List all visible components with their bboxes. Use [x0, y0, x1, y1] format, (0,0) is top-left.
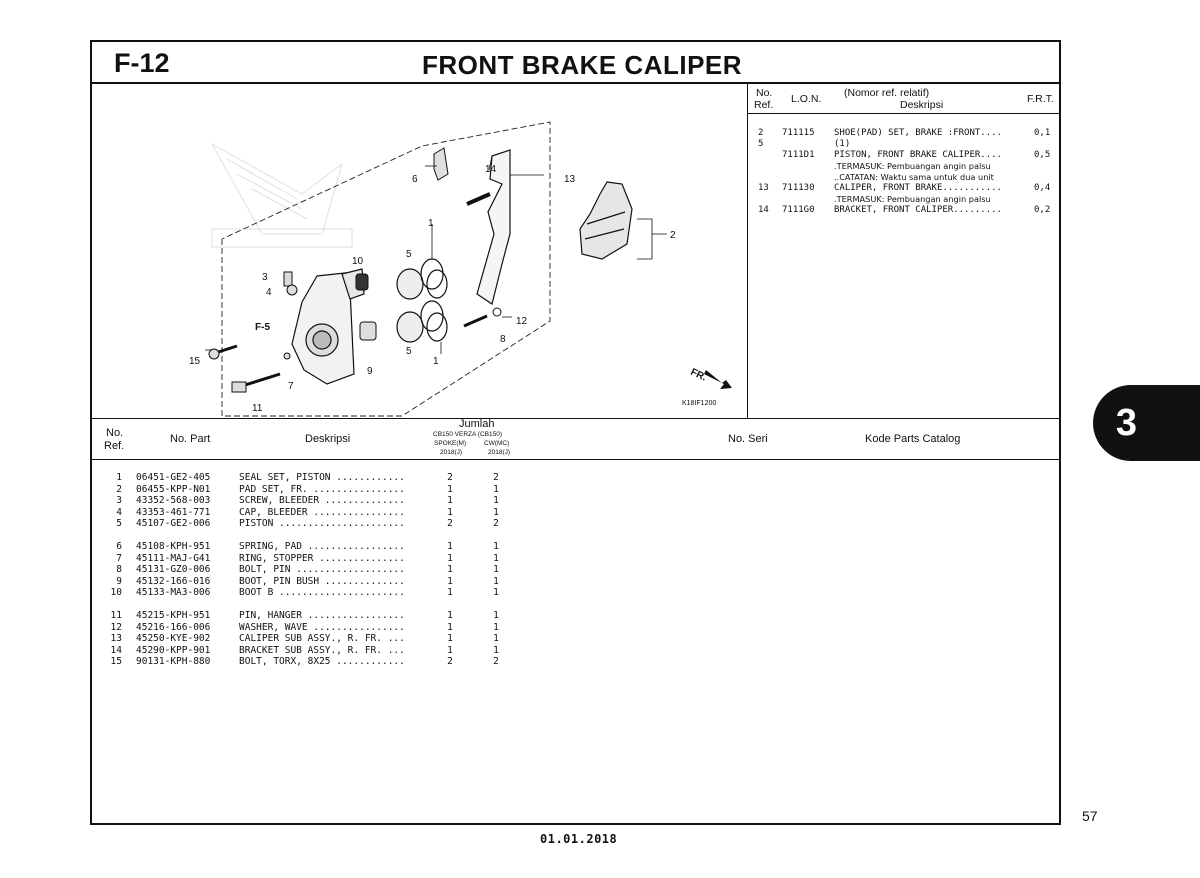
ref-row: 5(1) — [758, 139, 851, 149]
callout-3: 3 — [262, 272, 268, 283]
parts-no-header: No. — [106, 427, 124, 439]
caliper-body — [291, 268, 365, 385]
f5-reference-label: F-5 — [255, 322, 270, 333]
model-header: CB150 VERZA (CB150) — [433, 431, 503, 438]
callout-8: 8 — [500, 334, 506, 345]
cw-header: CW(MC) — [484, 440, 510, 447]
callout-11: 11 — [252, 403, 263, 414]
pad-spring — [433, 147, 449, 181]
assembly-outline — [221, 121, 551, 417]
bleeder-screw — [283, 271, 369, 296]
callout-2: 2 — [670, 230, 676, 241]
logo-watermark — [210, 142, 353, 248]
seri-header: No. Seri — [728, 433, 768, 445]
ref-table-header: No. Ref. L.O.N. (Nomor ref. relatif) Des… — [748, 84, 1061, 114]
caliper-bracket — [466, 149, 511, 305]
callout-14: 14 — [485, 164, 497, 175]
page-number: 57 — [1082, 808, 1098, 824]
ref-row: ..CATATAN: Waktu sama untuk dua unit — [834, 172, 994, 182]
brake-pad — [579, 181, 633, 260]
callout-numbers: 1 1 2 3 4 5 5 6 7 8 9 10 11 12 13 14 15 … — [189, 164, 676, 414]
svg-text:FR.: FR. — [689, 367, 708, 384]
ref-row: .TERMASUK: Pembuangan angin palsu — [834, 194, 991, 204]
callout-5a: 5 — [406, 249, 412, 260]
catalog-header: Kode Parts Catalog — [865, 433, 961, 445]
page-header: F-12 FRONT BRAKE CALIPER — [92, 42, 1059, 84]
footer-date: 01.01.2018 — [540, 832, 618, 846]
ref-lon-header: L.O.N. — [791, 93, 822, 105]
parts-ref-header: Ref. — [104, 440, 125, 452]
parts-desc-header: Deskripsi — [305, 433, 351, 445]
callout-7: 7 — [288, 381, 294, 392]
ref-frt-header: F.R.T. — [1027, 93, 1054, 105]
catalog-page-frame: F-12 FRONT BRAKE CALIPER — [90, 40, 1061, 825]
section-code: F-12 — [114, 48, 170, 78]
caliper-diagram-drawing: FR. F-5 1 1 2 3 4 5 5 6 7 8 9 10 11 12 — [189, 121, 732, 417]
page-title: FRONT BRAKE CALIPER — [422, 50, 743, 80]
callout-9: 9 — [367, 366, 373, 377]
callout-12: 12 — [516, 316, 528, 327]
parts-number-header: No. Part — [170, 433, 211, 445]
pins-and-bolts — [208, 307, 502, 393]
ref-row: .TERMASUK: Pembuangan angin palsu — [834, 161, 991, 171]
callout-6: 6 — [412, 174, 418, 185]
spoke-header: SPOKE(M) — [434, 440, 467, 447]
figure-code: K18IF1200 — [682, 400, 717, 407]
leader-lines — [205, 155, 667, 354]
callout-4: 4 — [266, 287, 272, 298]
parts-list-header: No. Ref. No. Part Deskripsi Jumlah CB150… — [92, 418, 1059, 460]
callout-1b: 1 — [433, 356, 439, 367]
ref-panel: No. Ref. L.O.N. (Nomor ref. relatif) Des… — [748, 84, 1061, 418]
callout-1a: 1 — [428, 218, 434, 229]
ref-desc-header-bottom: Deskripsi — [900, 99, 944, 111]
ref-ref-header: Ref. — [754, 99, 774, 111]
front-direction-arrow: FR. — [689, 367, 732, 389]
section-tab: 3 — [1093, 385, 1200, 461]
callout-5b: 5 — [406, 346, 412, 357]
ref-desc-header-top: (Nomor ref. relatif) — [844, 87, 930, 99]
ref-no-header: No. — [756, 87, 773, 99]
exploded-diagram: FR. F-5 1 1 2 3 4 5 5 6 7 8 9 10 11 12 — [92, 84, 748, 418]
callout-10: 10 — [352, 256, 364, 267]
year2-header: 2018(J) — [488, 449, 511, 456]
year1-header: 2018(J) — [440, 449, 463, 456]
pistons — [396, 258, 448, 343]
callout-15a: 15 — [189, 356, 201, 367]
callout-13: 13 — [564, 174, 576, 185]
jumlah-header: Jumlah — [459, 418, 495, 430]
